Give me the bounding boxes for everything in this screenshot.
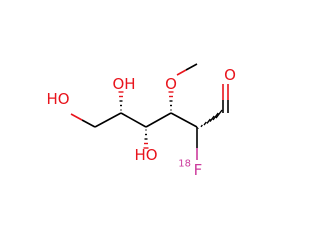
hydroxyl-c6-label: HO — [46, 90, 69, 108]
o3-methyl-bond — [176, 63, 198, 76]
c2-c3-bond — [170, 112, 198, 128]
methoxy-oxygen-label: O — [165, 75, 177, 93]
hydroxyl-c4-label: HO — [134, 146, 157, 164]
isotope-mass-label: 18 — [178, 159, 191, 170]
c5-o5-hashed-wedge — [118, 91, 124, 111]
c4-c5-bond — [120, 112, 147, 128]
aldehyde-double-bond — [222, 84, 229, 113]
aldehyde-oxygen-label: O — [224, 66, 236, 84]
c4-o4-hashed-wedge — [143, 129, 149, 149]
c2-c1-hashed-wedge — [197, 109, 223, 129]
fluorine-label: F — [194, 161, 203, 179]
molecule-structure: O 18 F O HO OH HO — [46, 63, 236, 179]
hydroxyl-c5-label: OH — [112, 75, 135, 93]
c3-c4-bond — [145, 112, 172, 128]
c3-o3-hashed-wedge — [168, 91, 174, 111]
c5-c6-bond — [94, 112, 122, 128]
c6-o6-bond — [70, 113, 96, 128]
